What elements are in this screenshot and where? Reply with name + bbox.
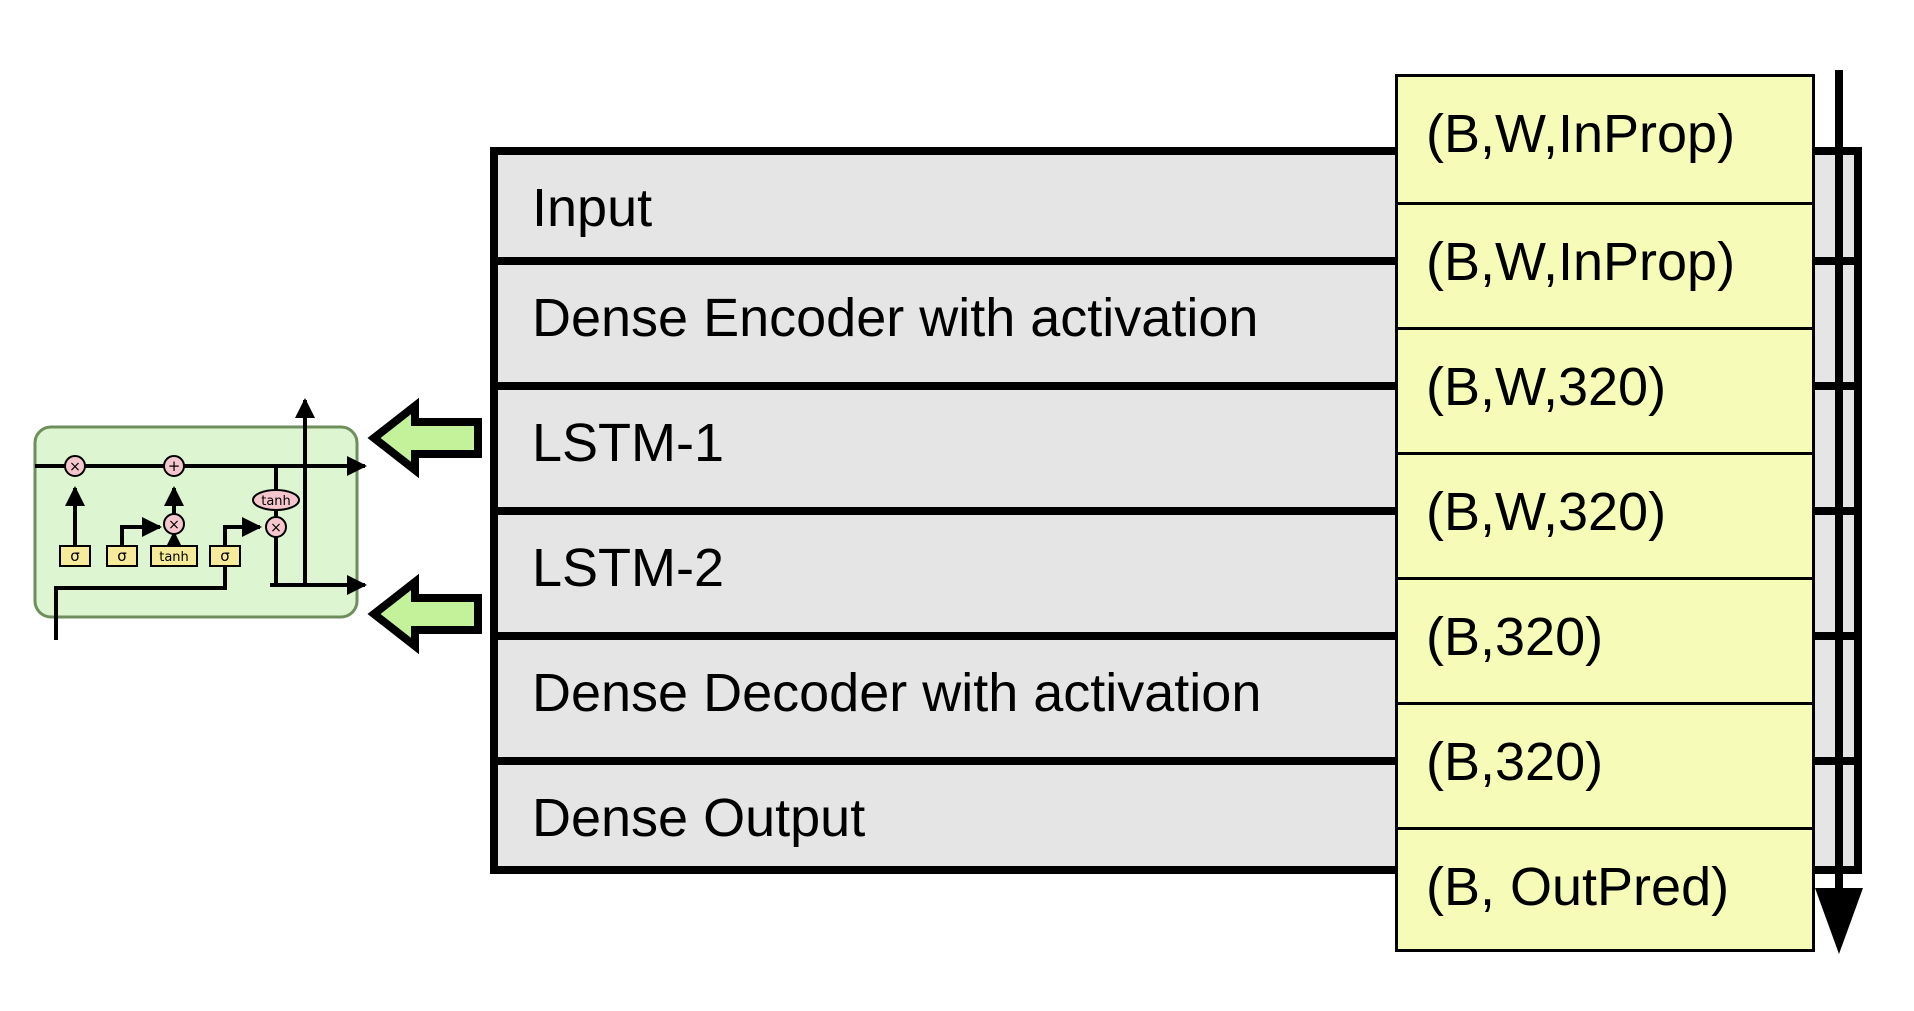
svg-text:σ: σ xyxy=(70,547,80,565)
lstm-op-output-mul: × xyxy=(265,516,287,538)
shape-label: (B,W,320) xyxy=(1426,482,1667,542)
svg-text:σ: σ xyxy=(117,547,127,565)
lstm-tanh-ellipse: tanh xyxy=(252,489,300,511)
svg-text:×: × xyxy=(69,459,81,475)
layer-input: Input xyxy=(498,155,1854,257)
layer-dense-decoder: Dense Decoder with activation xyxy=(498,632,1854,757)
lstm-op-forget: × xyxy=(64,455,86,477)
shape-cell: (B,W,InProp) xyxy=(1398,77,1812,202)
shape-cell: (B,W,InProp) xyxy=(1398,202,1812,327)
tensor-shape-column: (B,W,InProp) (B,W,InProp) (B,W,320) (B,W… xyxy=(1395,74,1815,952)
shape-cell: (B, OutPred) xyxy=(1398,827,1812,952)
svg-text:tanh: tanh xyxy=(159,550,189,565)
shape-label: (B, OutPred) xyxy=(1426,857,1730,917)
shape-label: (B,W,InProp) xyxy=(1426,104,1736,164)
shape-label: (B,320) xyxy=(1426,732,1604,792)
svg-text:σ: σ xyxy=(220,547,230,565)
lstm1-pointer-arrow xyxy=(367,397,482,479)
svg-text:tanh: tanh xyxy=(261,494,291,509)
layer-label: Dense Encoder with activation xyxy=(532,288,1259,348)
shape-cell: (B,W,320) xyxy=(1398,452,1812,577)
lstm-gate-input: σ xyxy=(106,545,138,567)
data-flow-arrow xyxy=(1815,70,1863,954)
svg-text:+: + xyxy=(168,457,181,475)
layer-label: LSTM-2 xyxy=(532,538,725,598)
layer-label: Input xyxy=(532,178,653,238)
shape-label: (B,W,320) xyxy=(1426,357,1667,417)
lstm-gate-output: σ xyxy=(209,545,241,567)
layer-dense-encoder: Dense Encoder with activation xyxy=(498,257,1854,382)
shape-cell: (B,320) xyxy=(1398,702,1812,827)
layer-lstm-2: LSTM-2 xyxy=(498,507,1854,632)
lstm-gate-candidate: tanh xyxy=(150,545,198,567)
shape-label: (B,320) xyxy=(1426,607,1604,667)
svg-text:×: × xyxy=(270,520,282,536)
layer-dense-output: Dense Output xyxy=(498,757,1854,866)
lstm-gate-forget: σ xyxy=(59,545,91,567)
shape-cell: (B,W,320) xyxy=(1398,327,1812,452)
lstm-op-add: + xyxy=(163,455,185,477)
layer-label: LSTM-1 xyxy=(532,413,725,473)
lstm-cell-diagram: × + × × tanh σ σ tanh σ xyxy=(33,398,367,640)
lstm2-pointer-arrow xyxy=(367,573,482,655)
layer-lstm-1: LSTM-1 xyxy=(498,382,1854,507)
shape-label: (B,W,InProp) xyxy=(1426,232,1736,292)
lstm-op-input-mul: × xyxy=(163,513,185,535)
layer-label: Dense Output xyxy=(532,788,866,848)
shape-cell: (B,320) xyxy=(1398,577,1812,702)
svg-text:×: × xyxy=(168,517,180,533)
layer-label: Dense Decoder with activation xyxy=(532,663,1262,723)
